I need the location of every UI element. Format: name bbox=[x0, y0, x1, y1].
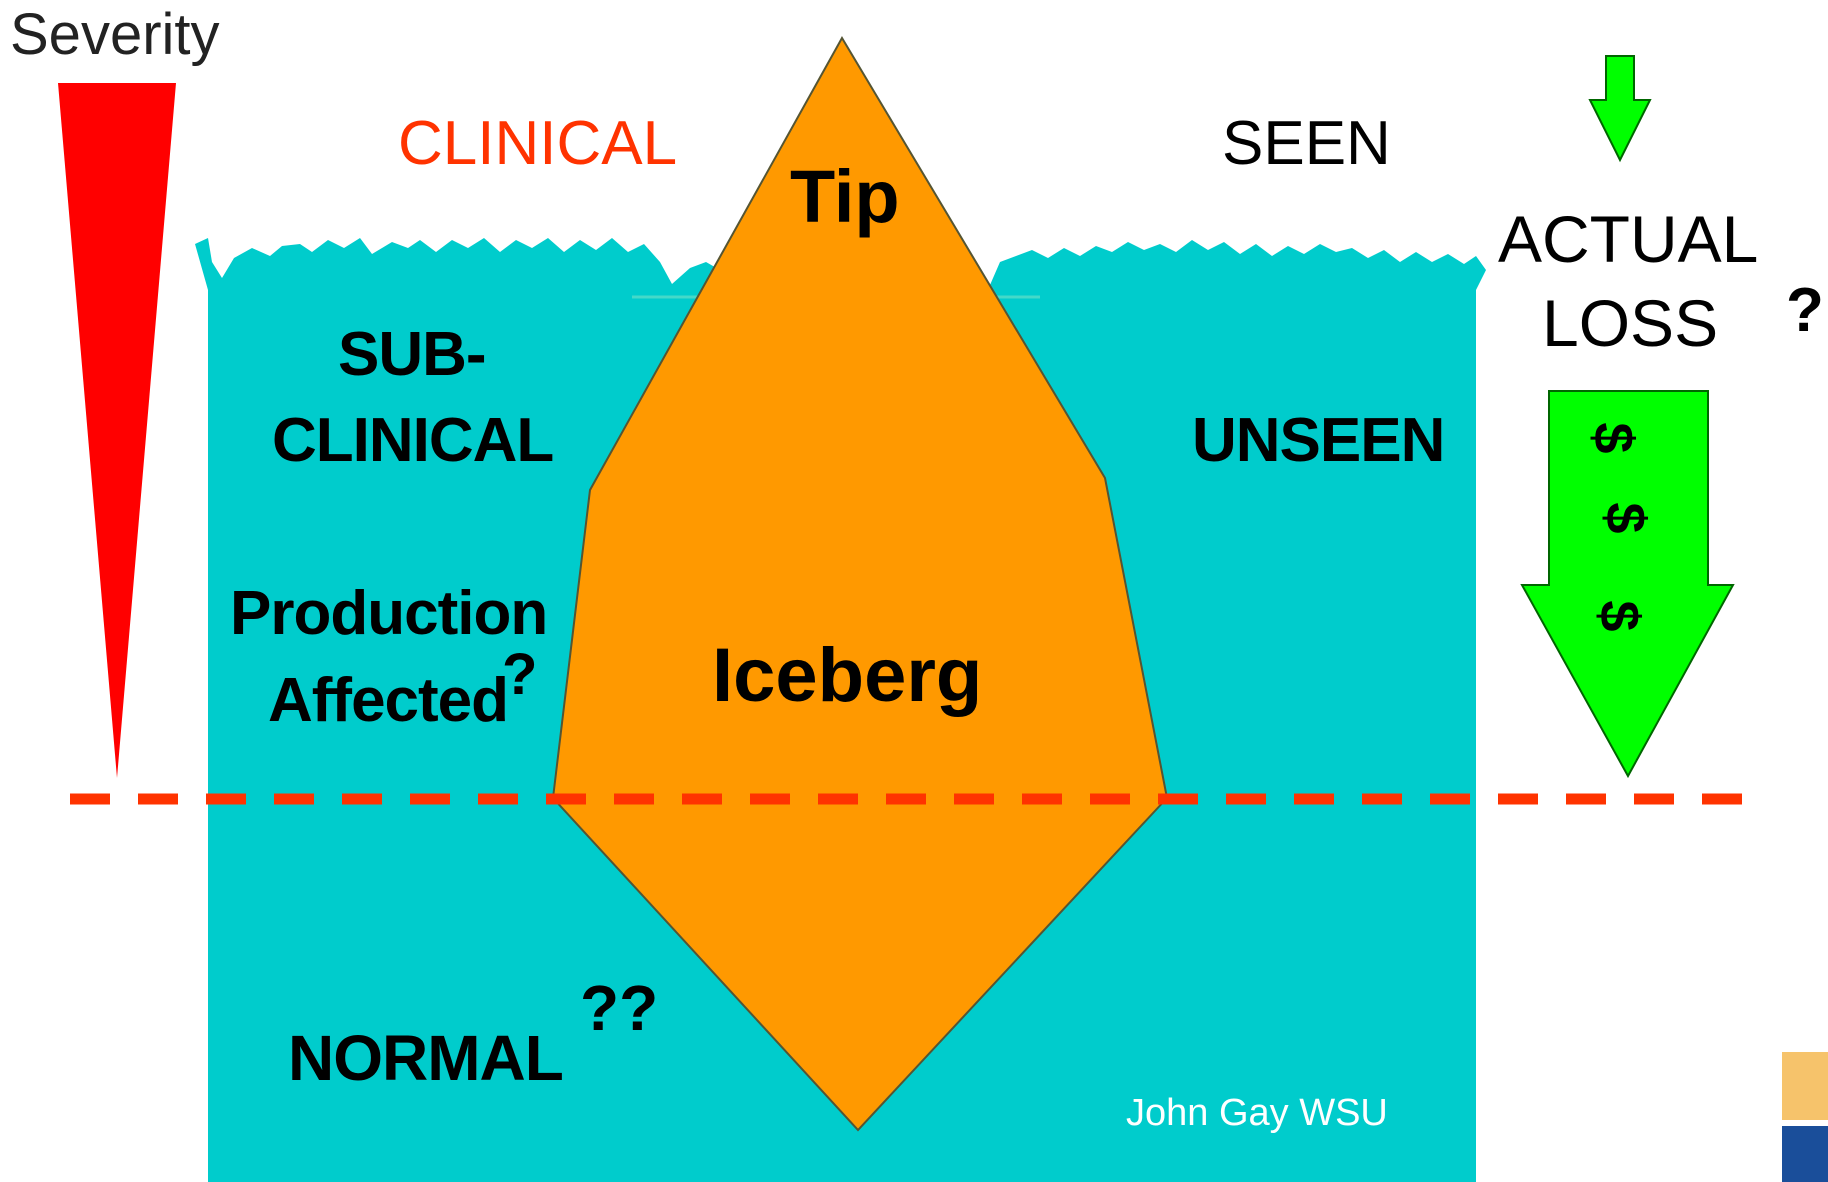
unseen-label: UNSEEN bbox=[1192, 410, 1444, 472]
severity-label: Severity bbox=[10, 6, 220, 64]
subclinical-line1: SUB- bbox=[338, 324, 486, 386]
subclinical-line2: CLINICAL bbox=[272, 410, 553, 472]
production-line1: Production bbox=[230, 583, 547, 645]
actual-loss-question: ? bbox=[1786, 280, 1824, 342]
credit-label: John Gay WSU bbox=[1126, 1094, 1388, 1132]
clinical-label: CLINICAL bbox=[398, 113, 677, 175]
dollar-sign-1: $ bbox=[1586, 422, 1642, 453]
actual-loss-line1: ACTUAL bbox=[1498, 206, 1758, 272]
corner-blue-block bbox=[1782, 1126, 1828, 1182]
dollar-sign-3: $ bbox=[1592, 600, 1648, 631]
down-arrow-icon bbox=[1590, 56, 1650, 160]
dollar-sign-2: $ bbox=[1598, 502, 1654, 533]
corner-orange-block bbox=[1782, 1052, 1828, 1120]
actual-loss-line2: LOSS bbox=[1542, 290, 1718, 356]
iceberg-label: Iceberg bbox=[712, 638, 982, 714]
production-line2: Affected bbox=[268, 670, 508, 732]
tip-label: Tip bbox=[790, 160, 900, 234]
normal-question: ?? bbox=[580, 976, 658, 1040]
production-question: ? bbox=[502, 646, 537, 704]
normal-label: NORMAL bbox=[288, 1026, 563, 1090]
severity-wedge-icon bbox=[58, 83, 176, 778]
seen-label: SEEN bbox=[1222, 113, 1391, 175]
